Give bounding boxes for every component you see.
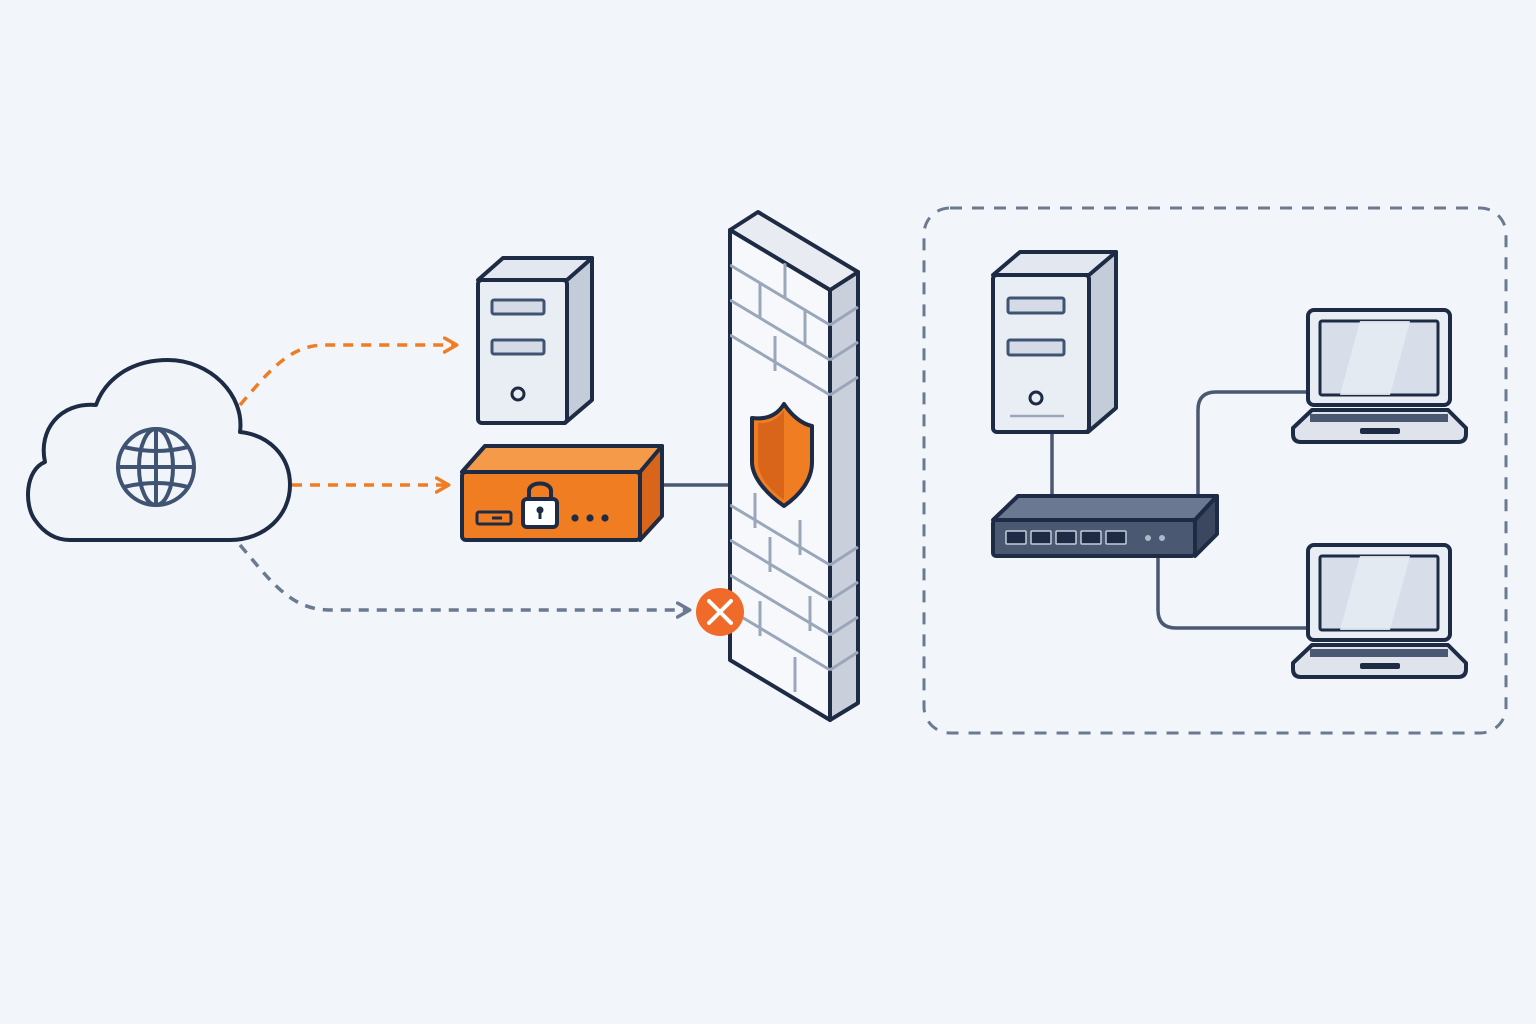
cloud-globe-icon — [26, 358, 292, 542]
padlock-icon — [521, 481, 559, 529]
brick-pattern — [730, 263, 830, 692]
shield-icon — [750, 402, 814, 508]
server-tower-icon — [991, 250, 1118, 434]
flow-internet-blocked — [238, 543, 692, 619]
padlock-router-icon — [460, 444, 664, 542]
link-switch-to-laptop-1 — [1196, 390, 1310, 500]
link-switch-to-laptop-2 — [1156, 556, 1310, 630]
globe-icon — [116, 427, 196, 507]
blocked-x-icon — [696, 588, 744, 636]
laptop-icon — [1291, 543, 1468, 679]
brick-wall-shield-icon — [728, 210, 860, 722]
private-network-zone — [922, 206, 1508, 735]
switch-icon — [991, 494, 1219, 558]
switch-ports — [1005, 530, 1127, 545]
flow-internet-to-dmz-server — [238, 336, 459, 407]
brick-side-pattern — [829, 305, 859, 672]
laptop-icon — [1291, 308, 1468, 444]
server-tower-icon — [476, 256, 594, 425]
